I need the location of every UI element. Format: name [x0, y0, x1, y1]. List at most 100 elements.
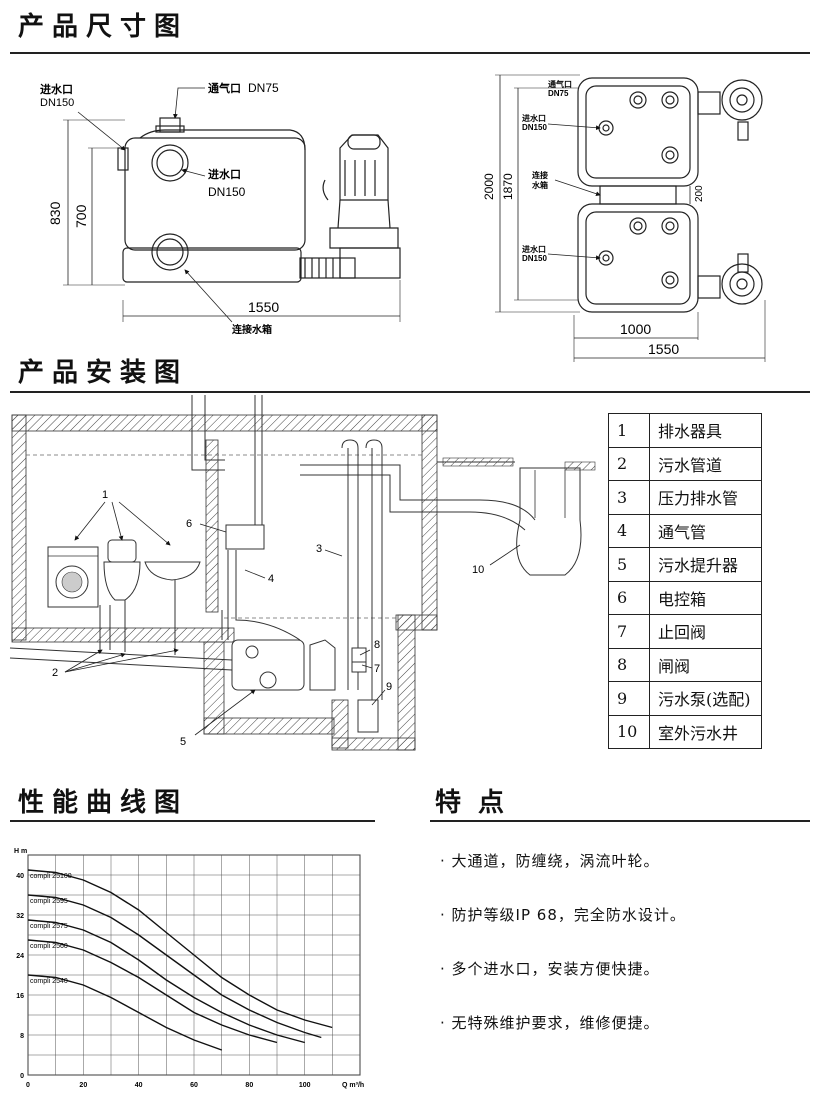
legend-name: 排水器具 [649, 413, 762, 448]
series-line [27, 894, 322, 1039]
label-inlet-bottom-r: 进水口 [522, 244, 546, 254]
section-rule [10, 52, 810, 54]
label-inlet-mid-size: DN150 [208, 185, 246, 199]
y-tick-label: 8 [20, 1033, 24, 1040]
features-list: · 大通道，防缠绕，涡流叶轮。 · 防护等级IP 68，完全防水设计。 · 多个… [440, 850, 686, 1066]
legend-number: 1 [608, 413, 650, 448]
y-tick-label: 24 [16, 953, 24, 960]
x-axis-label: Q m³/h [342, 1082, 364, 1089]
legend-number: 3 [608, 480, 650, 515]
label-tank-r2: 水箱 [531, 180, 548, 190]
feature-item: · 防护等级IP 68，完全防水设计。 [440, 906, 686, 924]
series-line [27, 869, 333, 1029]
label-inlet-top-size-r: DN150 [522, 123, 547, 132]
label-inlet-mid: 进水口 [208, 167, 241, 181]
dim-width: 1550 [248, 299, 279, 315]
series-label: compli 25100 [30, 873, 72, 880]
legend-number: 6 [608, 580, 650, 615]
legend-name: 污水提升器 [649, 547, 762, 582]
section-title-curve: 性能曲线图 [18, 788, 189, 818]
x-tick-label: 20 [79, 1082, 87, 1089]
legend-name: 通气管 [649, 513, 762, 548]
legend-number: 8 [608, 647, 650, 682]
series-label: compli 2540 [30, 978, 68, 985]
y-tick-label: 0 [20, 1073, 24, 1080]
callout-8: 8 [374, 639, 380, 651]
label-inlet-top: 进水口 [40, 82, 73, 96]
legend-row: 8 闸阀 [608, 647, 762, 682]
legend-number: 5 [608, 547, 650, 582]
legend-number: 2 [608, 446, 650, 481]
label-vent: 通气口 [208, 81, 241, 95]
legend-number: 9 [608, 681, 650, 716]
x-tick-label: 100 [299, 1082, 311, 1089]
section-title-dimensions: 产品尺寸图 [18, 12, 189, 42]
legend-number: 7 [608, 614, 650, 649]
callout-6: 6 [186, 518, 192, 530]
y-axis-label: H m [14, 848, 27, 855]
series-line [27, 974, 222, 1051]
section-title-features: 特 点 [435, 788, 509, 818]
section-rule [10, 391, 810, 393]
legend-name: 污水泵(选配) [649, 681, 762, 716]
series-label: compli 2575 [30, 923, 68, 930]
legend-name: 电控箱 [649, 580, 762, 615]
legend-name: 污水管道 [649, 446, 762, 481]
dimension-drawing-top [495, 74, 766, 362]
label-tank: 连接水箱 [232, 323, 272, 336]
section-rule [10, 820, 375, 822]
series-line [27, 939, 278, 1044]
x-tick-label: 0 [26, 1082, 30, 1089]
legend-name: 止回阀 [649, 614, 762, 649]
section-title-install: 产品安装图 [18, 358, 189, 388]
y-tick-label: 16 [16, 993, 24, 1000]
callout-2: 2 [52, 667, 58, 679]
callout-7: 7 [374, 663, 380, 675]
label-vent-r: 通气口 [548, 79, 572, 89]
callout-5: 5 [180, 736, 186, 748]
legend-name: 压力排水管 [649, 480, 762, 515]
feature-item: · 无特殊维护要求，维修便捷。 [440, 1014, 660, 1032]
y-tick-label: 40 [16, 873, 24, 880]
feature-item: · 多个进水口，安装方便快捷。 [440, 960, 660, 978]
dim-height-total: 830 [47, 201, 63, 225]
feature-item: · 大通道，防缠绕，涡流叶轮。 [440, 852, 660, 870]
x-tick-label: 40 [135, 1082, 143, 1089]
label-inlet-top-size: DN150 [40, 97, 74, 109]
series-label: compli 2560 [30, 943, 68, 950]
dim-height-inner-r: 1870 [501, 173, 515, 200]
label-vent-size: DN75 [248, 81, 279, 95]
label-tank-r1: 连接 [532, 170, 548, 180]
legend-name: 闸阀 [649, 647, 762, 682]
callout-9: 9 [386, 681, 392, 693]
callout-3: 3 [316, 543, 322, 555]
installation-drawing [9, 395, 596, 751]
callout-4: 4 [268, 573, 274, 585]
dim-gap: 200 [694, 185, 705, 202]
dim-height-inner: 700 [73, 204, 89, 228]
label-inlet-bottom-size-r: DN150 [522, 254, 547, 263]
x-tick-label: 60 [190, 1082, 198, 1089]
legend-number: 4 [608, 513, 650, 548]
dimension-drawing-front [63, 87, 401, 323]
label-inlet-top-r: 进水口 [522, 113, 546, 123]
series-line [27, 919, 305, 1044]
section-rule [430, 820, 810, 822]
callout-10: 10 [472, 564, 484, 576]
callout-1: 1 [102, 489, 108, 501]
dim-width-inner-r: 1000 [620, 321, 651, 337]
legend-number: 10 [608, 714, 650, 749]
dim-height-total-r: 2000 [482, 173, 496, 200]
x-tick-label: 80 [245, 1082, 253, 1089]
